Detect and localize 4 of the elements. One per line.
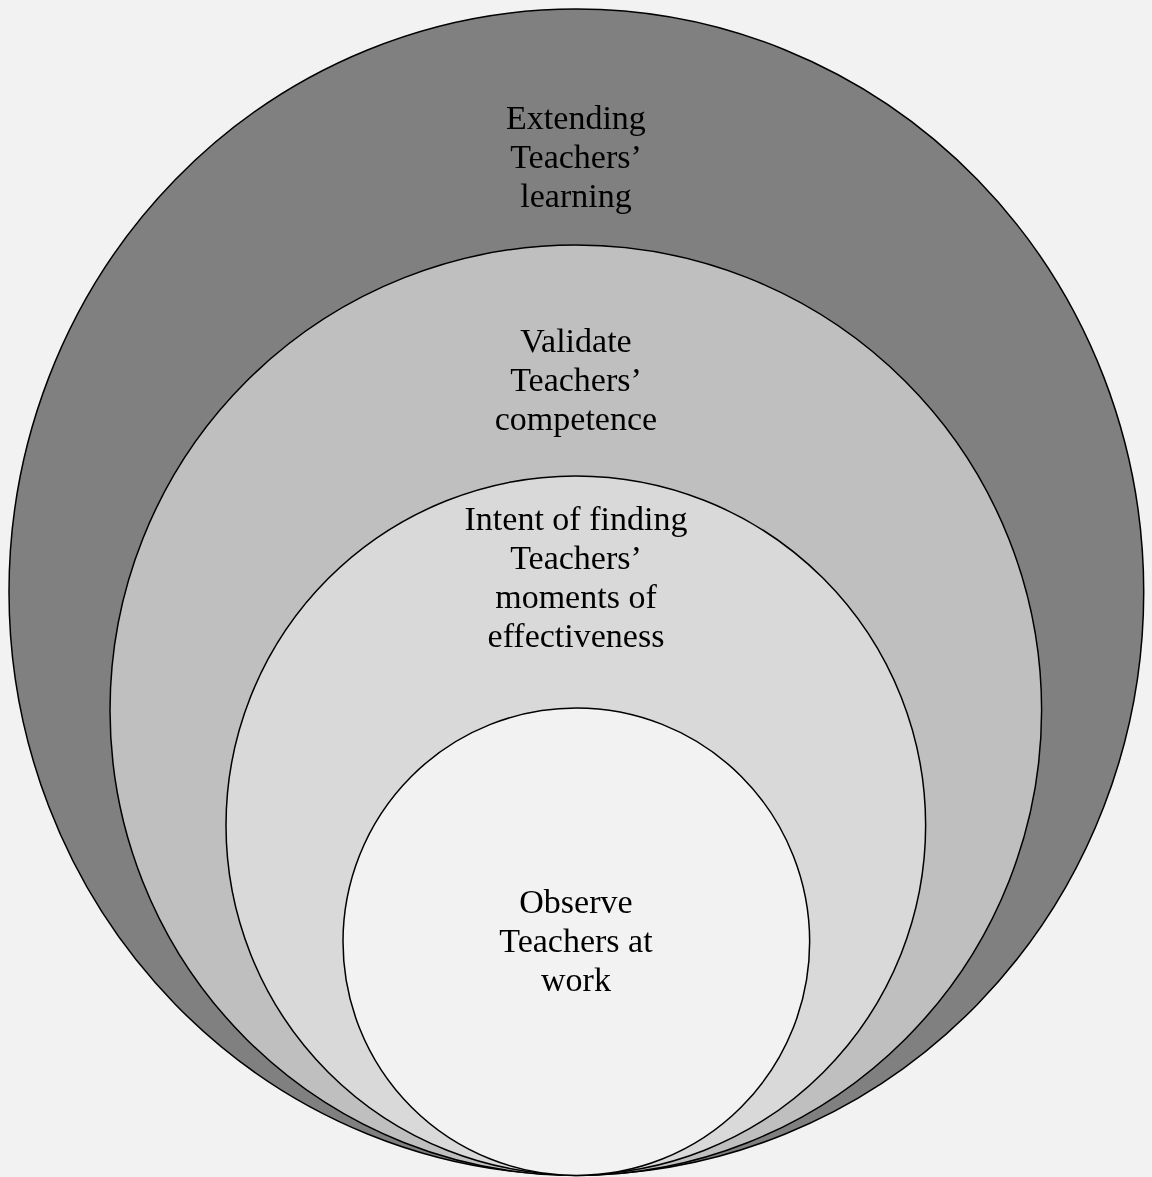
layer-label: Intent of finding Teachers’ moments of effectiveness <box>463 499 689 656</box>
layer-label: Validate Teachers’ competence <box>493 320 659 438</box>
layer-label: Observe Teachers at work <box>498 881 654 999</box>
layer-label: Extending Teachers’ learning <box>505 98 647 216</box>
